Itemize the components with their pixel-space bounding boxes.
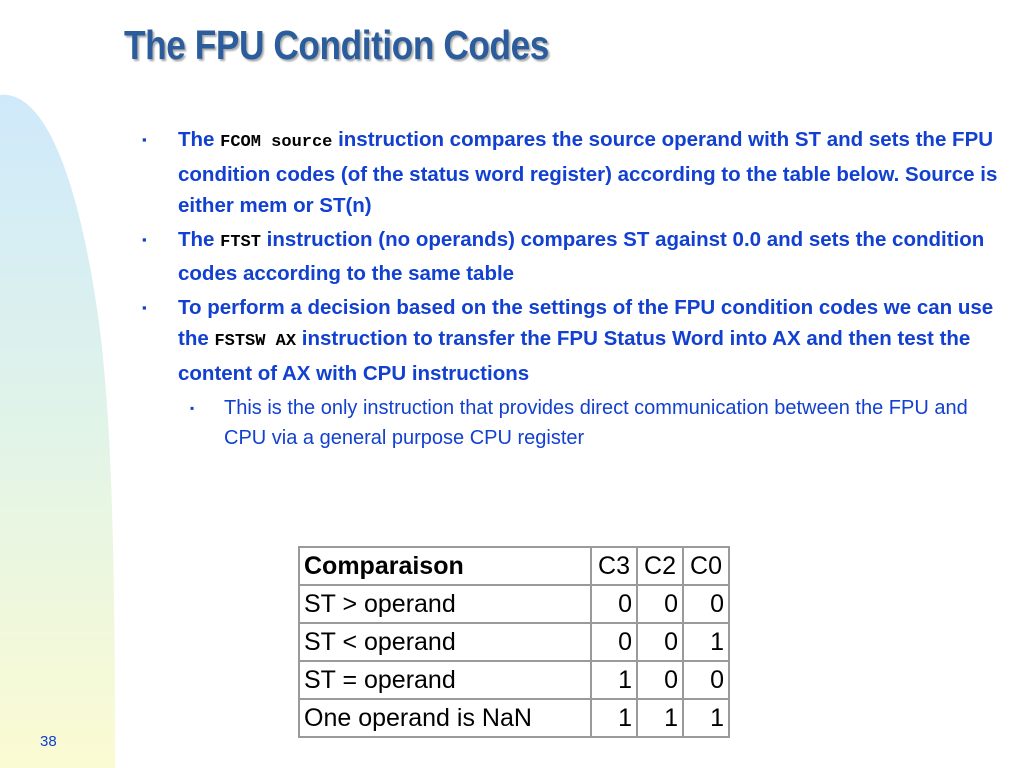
bullet-item: ▪ The FTST instruction (no operands) comp…: [142, 224, 1012, 290]
sub-bullet-item: ▪ This is the only instruction that provi…: [142, 393, 1012, 453]
sub-bullet-marker: ▪: [190, 401, 195, 415]
table-cell: 1: [682, 622, 730, 662]
sub-bullet-text: This is the only instruction that provid…: [224, 397, 968, 449]
table-cell: ST = operand: [298, 660, 592, 700]
table-row: ST = operand 1 0 0: [298, 660, 730, 700]
table-cell: 1: [590, 660, 638, 700]
bullet-marker: ▪: [142, 231, 147, 247]
bullet-text-pre: The: [178, 227, 221, 251]
page-number: 38: [40, 733, 57, 750]
instruction-code: FTST: [220, 232, 261, 252]
table-cell: One operand is NaN: [298, 698, 592, 738]
column-header-c3: C3: [590, 546, 638, 586]
instruction-code: FCOM source: [220, 133, 333, 152]
column-header-comparison: Comparaison: [298, 546, 592, 586]
table-cell: ST < operand: [298, 622, 592, 662]
bullet-list: ▪ The FCOM source instruction compares th…: [142, 124, 1012, 453]
table-cell: 0: [636, 622, 684, 662]
bullet-text-post: instruction compares the source operand …: [178, 128, 998, 217]
bullet-item: ▪ To perform a decision based on the sett…: [142, 292, 1012, 390]
bullet-marker: ▪: [142, 132, 147, 147]
table-row: ST < operand 0 0 1: [298, 622, 730, 662]
table-cell: 0: [590, 584, 638, 624]
table-cell: 1: [682, 698, 730, 738]
table-cell: 0: [682, 660, 730, 700]
table-cell: 0: [682, 584, 730, 624]
condition-code-table: Comparaison C3 C2 C0 ST > operand 0 0 0 …: [298, 546, 730, 738]
bullet-text-post: instruction to transfer the FPU Status W…: [178, 327, 971, 385]
table-cell: 0: [636, 584, 684, 624]
table-row: ST > operand 0 0 0: [298, 584, 730, 624]
bullet-marker: ▪: [142, 299, 147, 315]
bullet-text-pre: The: [178, 128, 221, 151]
decorative-gradient-wave: [0, 94, 115, 768]
table-row: One operand is NaN 1 1 1: [298, 698, 730, 738]
column-header-c2: C2: [636, 546, 684, 586]
bullet-item: ▪ The FCOM source instruction compares th…: [142, 124, 1012, 222]
bullet-text-pre: To perform a decision based on the setti…: [178, 295, 994, 351]
table-cell: 1: [590, 698, 638, 738]
instruction-code: FSTSW AX: [214, 332, 297, 351]
bullet-text-post: instruction (no operands) compares ST ag…: [178, 227, 985, 286]
table-header-row: Comparaison C3 C2 C0: [298, 546, 730, 586]
column-header-c0: C0: [682, 546, 730, 586]
slide-title: The FPU Condition Codes: [124, 22, 549, 68]
table-cell: 0: [590, 622, 638, 662]
table-cell: 0: [636, 660, 684, 700]
table-cell: 1: [636, 698, 684, 738]
table-cell: ST > operand: [298, 584, 592, 624]
